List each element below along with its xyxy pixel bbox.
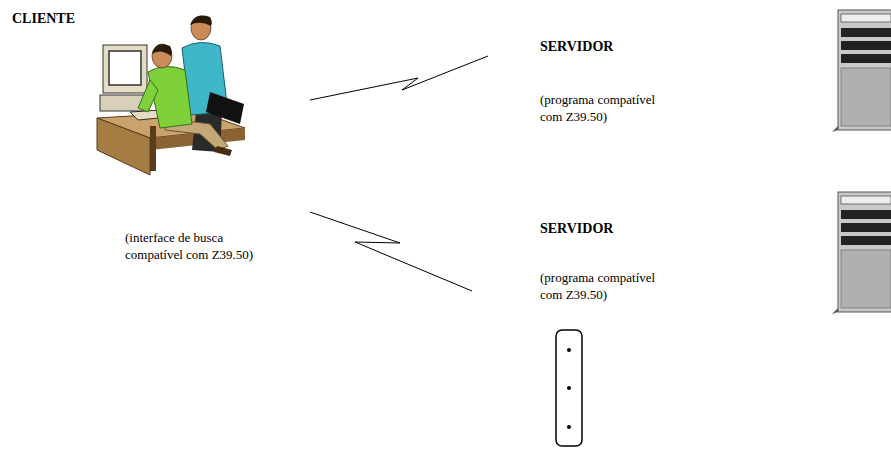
folder	[206, 92, 244, 124]
seated-man-arm	[138, 80, 158, 112]
computer-monitor	[103, 45, 147, 93]
tower-bay	[841, 28, 891, 37]
seated-man-head	[152, 44, 172, 68]
tower-panel	[841, 250, 891, 308]
tower-bay	[841, 223, 891, 232]
tower-bay	[841, 14, 891, 22]
node-heading: CLIENTE	[12, 10, 75, 28]
ellipsis-dot	[567, 386, 571, 390]
tower-panel	[841, 68, 891, 126]
server-node: SERVIDOR (programa compatível com Z39.50)	[472, 210, 891, 320]
lightning-link	[310, 56, 488, 100]
ellipsis-symbol	[556, 330, 582, 446]
node-heading: SERVIDOR	[540, 220, 613, 238]
tower-case	[838, 192, 891, 312]
node-description: (programa compatível com Z39.50)	[540, 92, 676, 126]
lightning-link	[310, 212, 472, 291]
ellipsis-dot	[567, 348, 571, 352]
tower-foot	[832, 308, 838, 314]
tower-bay	[841, 210, 891, 219]
tower-foot	[832, 126, 838, 132]
server-node: SERVIDOR (programa compatível com Z39.50)	[488, 30, 891, 140]
server-tower	[832, 192, 891, 314]
seated-man-hair	[152, 44, 172, 56]
client-node: CLIENTE (interface de busca compatível co…	[10, 8, 310, 270]
standing-man-head	[191, 16, 211, 40]
seated-man-shoe	[214, 146, 232, 156]
desk-side	[97, 118, 150, 175]
tower-bay	[841, 236, 891, 245]
tower-case	[838, 10, 891, 130]
standing-man-hair	[190, 16, 212, 26]
server-tower	[832, 10, 891, 132]
chair-post	[150, 126, 156, 171]
tower-bay	[841, 196, 891, 204]
node-description: (interface de busca compatível com Z39.5…	[125, 230, 275, 264]
node-heading: SERVIDOR	[540, 38, 613, 56]
ellipsis-frame	[556, 330, 582, 446]
node-description: (programa compatível com Z39.50)	[540, 270, 676, 304]
client-illustration	[97, 16, 245, 175]
ellipsis-dot	[567, 425, 571, 429]
tower-bay	[841, 54, 891, 63]
computer-screen	[109, 51, 141, 85]
tower-bay	[841, 41, 891, 50]
